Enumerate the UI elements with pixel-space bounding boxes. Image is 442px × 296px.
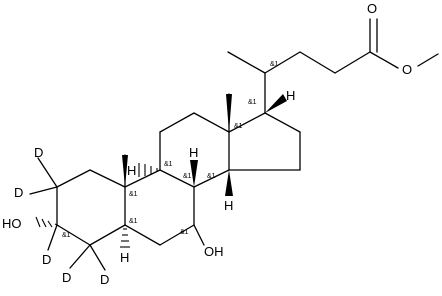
stereo-label: &1 <box>270 61 279 68</box>
bond <box>89 244 106 271</box>
bond <box>417 53 439 67</box>
stereo-label: &1 <box>62 232 71 239</box>
deuterium-4b-label: D <box>100 272 109 287</box>
solid-wedge <box>122 155 128 187</box>
bond <box>369 51 399 69</box>
deuterium-4a-label: D <box>62 270 71 285</box>
bond <box>264 51 301 74</box>
substituent-bonds <box>29 93 230 271</box>
hydrogen-9-label: H <box>127 163 136 178</box>
hydrogen-8-label: H <box>189 145 198 160</box>
stereo-labels: &1 &1 &1 &1 &1 &1 &1 &1 &1 &1 <box>62 61 279 239</box>
bond <box>47 224 58 251</box>
bond <box>89 224 126 246</box>
hydrogen-17-label: H <box>286 88 295 103</box>
bond <box>334 51 371 74</box>
stereo-label: &1 <box>180 229 189 236</box>
hydrogen-5-label: H <box>120 250 129 265</box>
hashed-wedge <box>120 228 130 248</box>
bond <box>159 169 195 188</box>
wedge-bonds <box>35 94 287 248</box>
ester-oxygen-label: O <box>402 62 412 77</box>
hashed-wedge <box>35 216 60 228</box>
hydroxyl-3-label: HO <box>2 216 22 231</box>
stereo-label: &1 <box>248 99 257 106</box>
bond <box>69 244 91 269</box>
deuterium-3-label: D <box>42 252 51 267</box>
hashed-wedge <box>138 163 158 177</box>
bond <box>56 169 91 188</box>
hydrogen-14-label: H <box>224 198 233 213</box>
bond <box>264 112 301 133</box>
solid-wedge <box>190 160 198 187</box>
solid-wedge <box>226 94 232 132</box>
bond <box>56 224 91 246</box>
stereo-label: &1 <box>129 218 138 225</box>
bond <box>124 224 161 246</box>
bond <box>124 169 161 188</box>
solid-wedge <box>265 94 287 113</box>
stereo-label: &1 <box>234 123 243 130</box>
stereo-label: &1 <box>207 173 216 180</box>
bond <box>159 112 195 133</box>
bond <box>29 186 58 195</box>
bond <box>299 51 336 74</box>
bond <box>89 169 126 188</box>
bond <box>37 157 58 188</box>
atom-labels: O O HO OH D D D D D H H H H H <box>2 0 417 287</box>
bond <box>193 169 230 188</box>
hydroxyl-7-label: OH <box>204 244 224 259</box>
stereo-label: &1 <box>164 161 173 168</box>
solid-wedge <box>225 170 233 196</box>
bond <box>193 224 205 246</box>
bond <box>193 112 230 133</box>
ring-bonds <box>56 112 301 246</box>
stereo-label: &1 <box>183 173 192 180</box>
carbonyl-oxygen-label: O <box>367 1 377 16</box>
side-chain-bonds <box>227 18 439 114</box>
deuterium-2a-label: D <box>34 145 43 160</box>
bond <box>227 51 266 74</box>
deuterium-2b-label: D <box>14 185 23 200</box>
bond <box>159 224 195 246</box>
bond <box>228 112 266 133</box>
stereo-label: &1 <box>129 191 138 198</box>
